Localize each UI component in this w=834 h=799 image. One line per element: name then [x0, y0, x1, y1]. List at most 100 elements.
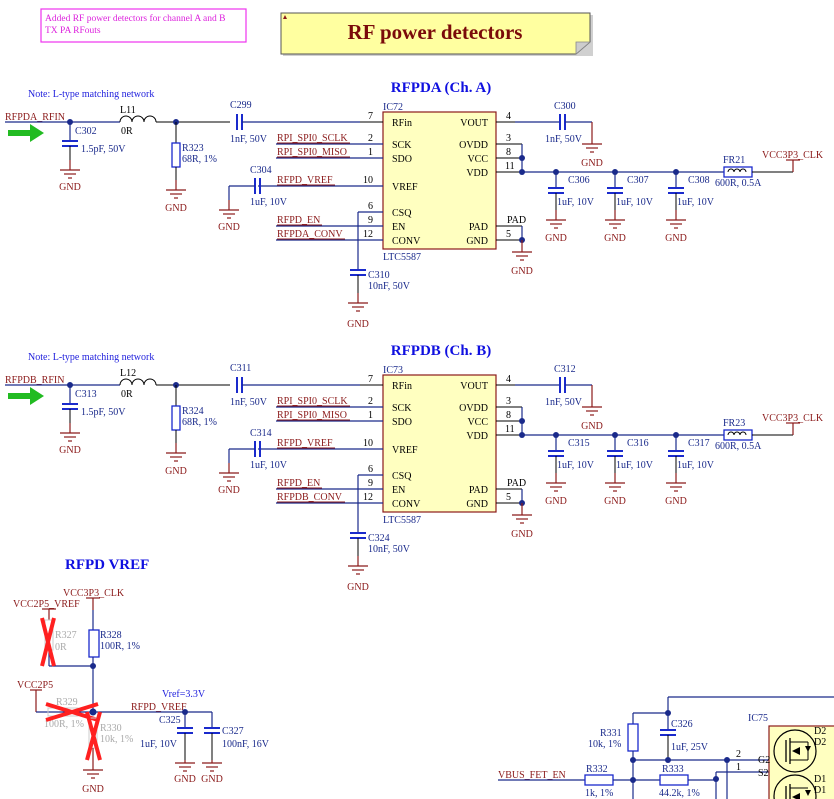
schematic-label: 1.5pF, 50V: [81, 407, 126, 418]
symbol-group: [605, 482, 625, 492]
schematic-label: CONV: [392, 499, 421, 510]
schematic-label: VOUT: [460, 118, 488, 129]
header-ch-b: RFPDB (Ch. B): [391, 343, 491, 359]
schematic-label: 5: [506, 492, 511, 503]
schematic-label[interactable]: RFPDB_CONV: [277, 492, 343, 503]
title-note[interactable]: RF power detectors: [280, 12, 593, 56]
schematic-label[interactable]: VCC3P3_CLK: [63, 588, 125, 599]
note-matching-a: Note: L-type matching network: [28, 89, 154, 100]
dnp-x-mark-icon: [40, 617, 56, 667]
symbol-group: [83, 769, 103, 779]
schematic-label[interactable]: RFPD_EN: [277, 478, 320, 489]
ic73-ltc5587[interactable]: [382, 374, 497, 513]
schematic-label: 3: [506, 133, 511, 144]
resistor-r332[interactable]: [584, 774, 614, 786]
schematic-label: 600R, 0.5A: [715, 178, 762, 189]
schematic-label[interactable]: RPI_SPI0_SCLK: [277, 396, 348, 407]
schematic-label[interactable]: RFPD_VREF: [277, 175, 333, 186]
wire-segment: [85, 711, 102, 761]
schematic-label: GND: [218, 222, 240, 233]
schematic-label: C314: [250, 428, 272, 439]
schematic-label[interactable]: VCC3P3_CLK: [762, 413, 824, 424]
resistor-r331[interactable]: [627, 723, 639, 752]
schematic-label[interactable]: VCC2P5: [17, 680, 53, 691]
schematic-label: 6: [368, 464, 373, 475]
schematic-label: L11: [120, 105, 136, 116]
schematic-label: 1uF, 10V: [677, 460, 715, 471]
junction-dot: [630, 777, 636, 783]
schematic-label: 2: [736, 749, 741, 760]
schematic-label: C311: [230, 363, 251, 374]
schematic-label: 10: [363, 175, 373, 186]
schematic-label: C315: [568, 438, 590, 449]
ic75-dual-mosfet[interactable]: [768, 725, 834, 799]
title-note-text: RF power detectors: [348, 20, 523, 44]
schematic-label: Vref=3.3V: [162, 689, 206, 700]
net-rfpda-rfin[interactable]: RFPDA_RFIN: [5, 112, 65, 123]
symbol-group: [175, 762, 195, 772]
schematic-label: R331: [600, 728, 622, 739]
schematic-label: 100R, 1%: [44, 719, 84, 730]
schematic-label[interactable]: RFPDA_CONV: [277, 229, 343, 240]
schematic-label: 11: [505, 424, 515, 435]
ic72-ltc5587[interactable]: [382, 111, 497, 250]
comment-line-2: TX PA RFouts: [45, 26, 101, 36]
schematic-label: EN: [392, 485, 405, 496]
schematic-label: OVDD: [459, 140, 488, 151]
resistor-r324[interactable]: [171, 405, 181, 431]
schematic-label: 68R, 1%: [182, 417, 217, 428]
schematic-label[interactable]: RFPD_VREF: [277, 438, 333, 449]
schematic-label: GND: [581, 158, 603, 169]
schematic-label[interactable]: VCC2P5_VREF: [13, 599, 80, 610]
schematic-label[interactable]: VCC3P3_CLK: [762, 150, 824, 161]
component-symbol: [727, 168, 747, 173]
schematic-label: C316: [627, 438, 649, 449]
schematic-label: 1uF, 10V: [557, 197, 595, 208]
schematic-label: GND: [545, 233, 567, 244]
symbol-group: [605, 219, 625, 229]
schematic-label[interactable]: RFPD_EN: [277, 215, 320, 226]
schematic-label: PAD: [469, 485, 488, 496]
inductor-l11[interactable]: [119, 115, 157, 123]
component-body: [40, 8, 247, 43]
header-ch-a: RFPDA (Ch. A): [391, 80, 491, 96]
schematic-label: OVDD: [459, 403, 488, 414]
symbol-group: [546, 219, 566, 229]
net-rfpdb-rfin[interactable]: RFPDB_RFIN: [5, 375, 64, 386]
schematic-label[interactable]: VBUS_FET_EN: [498, 770, 566, 781]
schematic-label[interactable]: RPI_SPI0_SCLK: [277, 133, 348, 144]
symbol-group: [166, 189, 186, 199]
schematic-label: 1.5pF, 50V: [81, 144, 126, 155]
schematic-label: PAD: [507, 215, 526, 226]
inductor-l12[interactable]: [119, 378, 157, 386]
schematic-label: GND: [59, 182, 81, 193]
schematic-label[interactable]: RPI_SPI0_MISO: [277, 147, 347, 158]
schematic-label: 12: [363, 229, 373, 240]
schematic-label: S2: [758, 768, 769, 779]
schematic-label: D1: [814, 785, 826, 796]
resistor-r328[interactable]: [88, 629, 100, 658]
schematic-label[interactable]: RPI_SPI0_MISO: [277, 410, 347, 421]
schematic-label: 100R, 1%: [100, 641, 140, 652]
schematic-label[interactable]: RFPD_VREF: [131, 702, 187, 713]
schematic-label: L12: [120, 368, 136, 379]
schematic-label: 1uF, 10V: [616, 460, 654, 471]
schematic-label: 8: [506, 147, 511, 158]
comment-box[interactable]: Added RF power detectors for channel A a…: [40, 8, 247, 43]
symbol-group: [348, 565, 368, 575]
symbol-group: [219, 472, 239, 482]
schematic-label: GND: [545, 496, 567, 507]
schematic-label: CSQ: [392, 208, 412, 219]
schematic-label: 600R, 0.5A: [715, 441, 762, 452]
schematic-label: R329: [56, 697, 78, 708]
schematic-label: SCK: [392, 140, 412, 151]
schematic-label: SCK: [392, 403, 412, 414]
gnd-symbol: [60, 169, 80, 179]
ref-c302[interactable]: C302: [75, 126, 97, 137]
schematic-label: C326: [671, 719, 693, 730]
resistor-r323[interactable]: [171, 142, 181, 168]
schematic-label: R323: [182, 143, 204, 154]
schematic-label: CONV: [392, 236, 421, 247]
resistor-r333[interactable]: [659, 774, 689, 786]
